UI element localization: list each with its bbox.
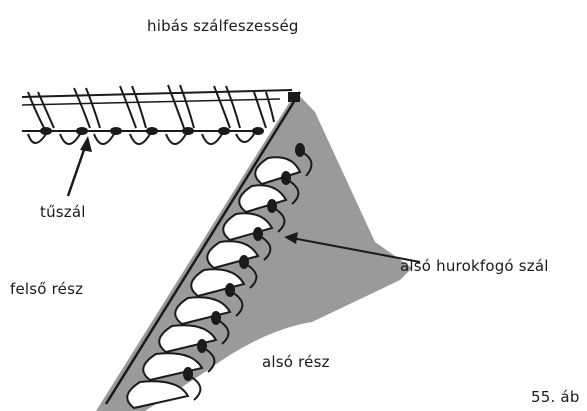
needle-thread-arrow: [68, 144, 86, 196]
needle-thread-arrowhead: [80, 136, 92, 152]
figure-caption: 55. áb: [531, 390, 580, 405]
lower-part-label: alsó rész: [262, 355, 330, 370]
upper-part-label: felső rész: [10, 282, 83, 297]
top-seam: [22, 85, 292, 144]
lower-looper-thread-label: alsó hurokfogó szál: [400, 259, 549, 274]
needle-thread-label: tűszál: [40, 205, 86, 220]
figure-title: hibás szálfeszesség: [147, 19, 299, 34]
corner-knot: [288, 92, 300, 102]
